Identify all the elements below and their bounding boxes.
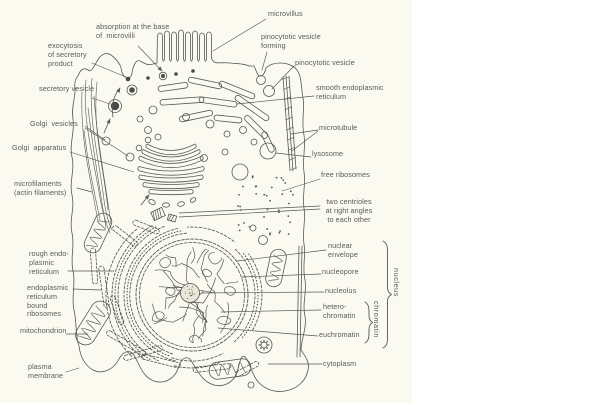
label-golgi-vesicles: Golgi vesicles	[30, 119, 78, 128]
label-mitochondrion: mitochondrion	[20, 326, 67, 335]
label-free-ribosomes: free ribosomes	[321, 170, 370, 179]
label-chromatin-group: chromatin	[372, 301, 381, 338]
microfilaments-drawing	[82, 78, 112, 233]
label-smooth-er: smooth endoplasmic reticulum	[316, 83, 384, 101]
golgi-apparatus-drawing	[136, 137, 204, 207]
leader-lines	[66, 19, 326, 372]
arrows-drawing	[104, 88, 149, 205]
microtubule-drawing	[283, 76, 303, 357]
label-secretory-vesicle: secretory vesicle	[39, 84, 95, 93]
label-cytoplasm: cytoplasm	[323, 359, 357, 368]
label-nucleopore: nucleopore	[322, 267, 359, 276]
centrioles-drawing	[151, 206, 320, 222]
vesicles-drawing	[102, 106, 268, 388]
lysosome-drawing	[256, 143, 276, 353]
label-microfilaments: microfilaments (actin filaments)	[14, 179, 67, 197]
mitochondria-drawing	[72, 210, 288, 380]
pinocytosis-drawing	[257, 76, 275, 97]
label-microtubule: microtubule	[319, 123, 358, 132]
label-heterochromatin: hetero- chromatin	[323, 302, 356, 320]
label-absorption: absorption at the base of microvilli	[96, 22, 170, 40]
rough-er-drawing	[90, 219, 262, 377]
label-er-bound-ribosomes: endoplasmic reticulum bound ribosomes	[27, 283, 69, 319]
label-nucleus-group: nucleus	[392, 268, 401, 297]
free-ribosomes-drawing	[237, 175, 294, 236]
label-euchromatin: euchromatin	[319, 330, 360, 339]
label-golgi-apparatus: Golgi apparatus	[12, 143, 67, 152]
label-rough-er: rough endo- plasmic reticulum	[29, 249, 69, 276]
label-pinocytotic-vesicle: pinocytotic vesicle	[295, 58, 355, 67]
group-braces	[365, 241, 392, 348]
label-exocytosis: exocytosis of secretory product	[48, 41, 87, 68]
label-pinocytotic-vesicle-forming: pinocytotic vesicle forming	[261, 32, 321, 50]
scanned-paper-background	[0, 0, 412, 403]
label-nuclear-envelope: nuclear envelope	[328, 241, 358, 259]
label-nucleolus: nucleolus	[325, 286, 357, 295]
label-microvillus: microvillus	[268, 9, 303, 18]
label-centrioles: two centrioles at right angles to each o…	[325, 197, 373, 224]
label-lysosome: lysosome	[312, 149, 344, 158]
label-plasma-membrane: plasma membrane	[28, 362, 64, 380]
plasma-membrane-outline	[71, 30, 308, 391]
smooth-er-drawing	[158, 77, 275, 153]
